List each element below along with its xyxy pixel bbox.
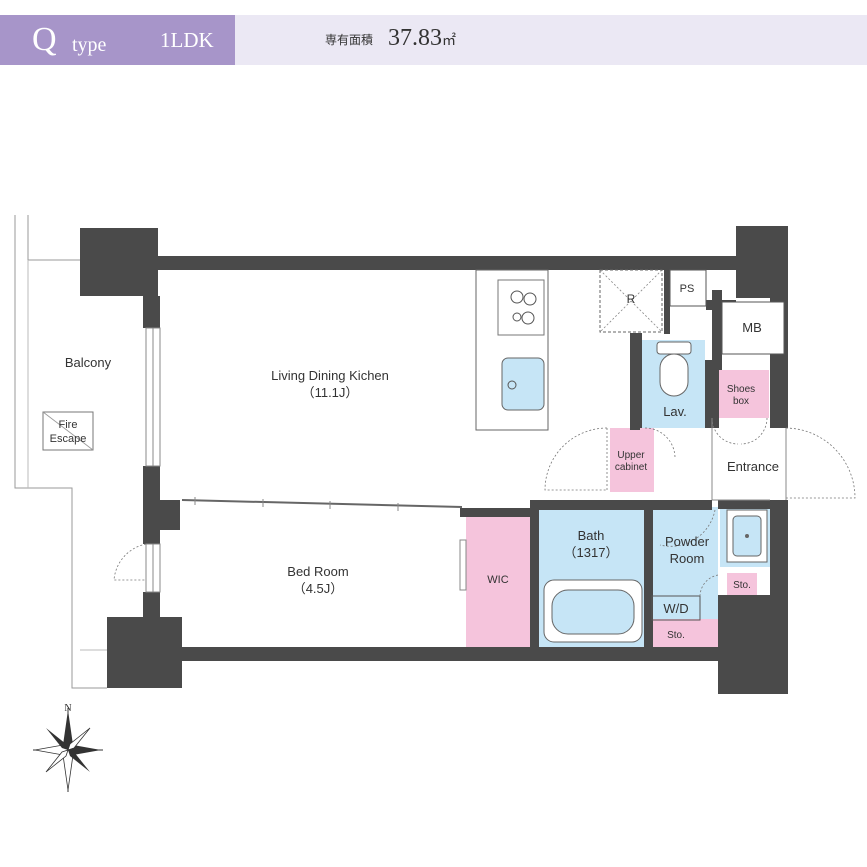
storage-label: Sto.	[733, 580, 751, 591]
type-tab: Q type 1LDK	[0, 15, 235, 65]
ldk-name: Living Dining Kichen	[271, 368, 389, 383]
area-unit: ㎡	[442, 34, 456, 49]
compass-rose	[33, 708, 103, 792]
ps-label: PS	[680, 283, 695, 295]
bath-name: Bath	[578, 528, 605, 543]
upper-cabinet-label-1: Upper	[617, 450, 645, 461]
fire-escape-label-2: Escape	[50, 433, 87, 445]
ldk-size: （11.1J）	[302, 385, 359, 400]
balcony-label: Balcony	[65, 355, 112, 370]
mb-box	[721, 301, 785, 355]
bedroom-name: Bed Room	[287, 564, 348, 579]
powder-room-label-2: Room	[670, 551, 705, 566]
walls	[80, 226, 788, 694]
bedroom-size: （4.5J）	[293, 581, 344, 596]
ps-box	[669, 269, 707, 307]
mb-label: MB	[742, 320, 762, 335]
shoes-box-label-1: Shoes	[727, 384, 755, 395]
bath-size: （1317）	[564, 545, 619, 560]
bedroom-sliding-door	[181, 499, 463, 508]
sliding-door-ticks	[194, 497, 399, 511]
type-letter: Q	[32, 21, 57, 58]
refrigerator-label: R	[627, 292, 636, 306]
area-number: 37.83	[388, 25, 442, 51]
storage-label-2: Sto.	[667, 630, 685, 641]
kitchen-counter	[475, 269, 549, 431]
fire-escape-diagonal	[42, 411, 94, 451]
wic-label: WIC	[487, 574, 508, 586]
windows	[145, 327, 467, 593]
toilet	[656, 341, 692, 397]
entrance-label: Entrance	[727, 459, 779, 474]
washer-dryer-label: W/D	[663, 601, 688, 616]
fire-escape-label-1: Fire	[59, 419, 78, 431]
balcony	[14, 215, 107, 689]
shoes-box-label-2: box	[733, 396, 749, 407]
area-value: 37.83㎡	[388, 24, 456, 56]
compass-north-label: N	[64, 703, 71, 714]
header-bar: Q type 1LDK 専有面積 37.83㎡	[0, 15, 867, 65]
bathtub	[543, 579, 643, 643]
washbasin	[726, 509, 768, 563]
entrance-doorframe	[711, 418, 787, 501]
refrigerator	[599, 269, 663, 333]
powder-room-label-1: Powder	[665, 534, 710, 549]
area-label: 専有面積	[325, 33, 374, 47]
layout-code: 1LDK	[160, 28, 214, 52]
storage-areas	[466, 370, 769, 647]
type-word: type	[72, 34, 107, 56]
upper-cabinet-label-2: cabinet	[615, 462, 647, 473]
washer-dryer-box	[651, 595, 701, 621]
lav-label: Lav.	[663, 404, 687, 419]
